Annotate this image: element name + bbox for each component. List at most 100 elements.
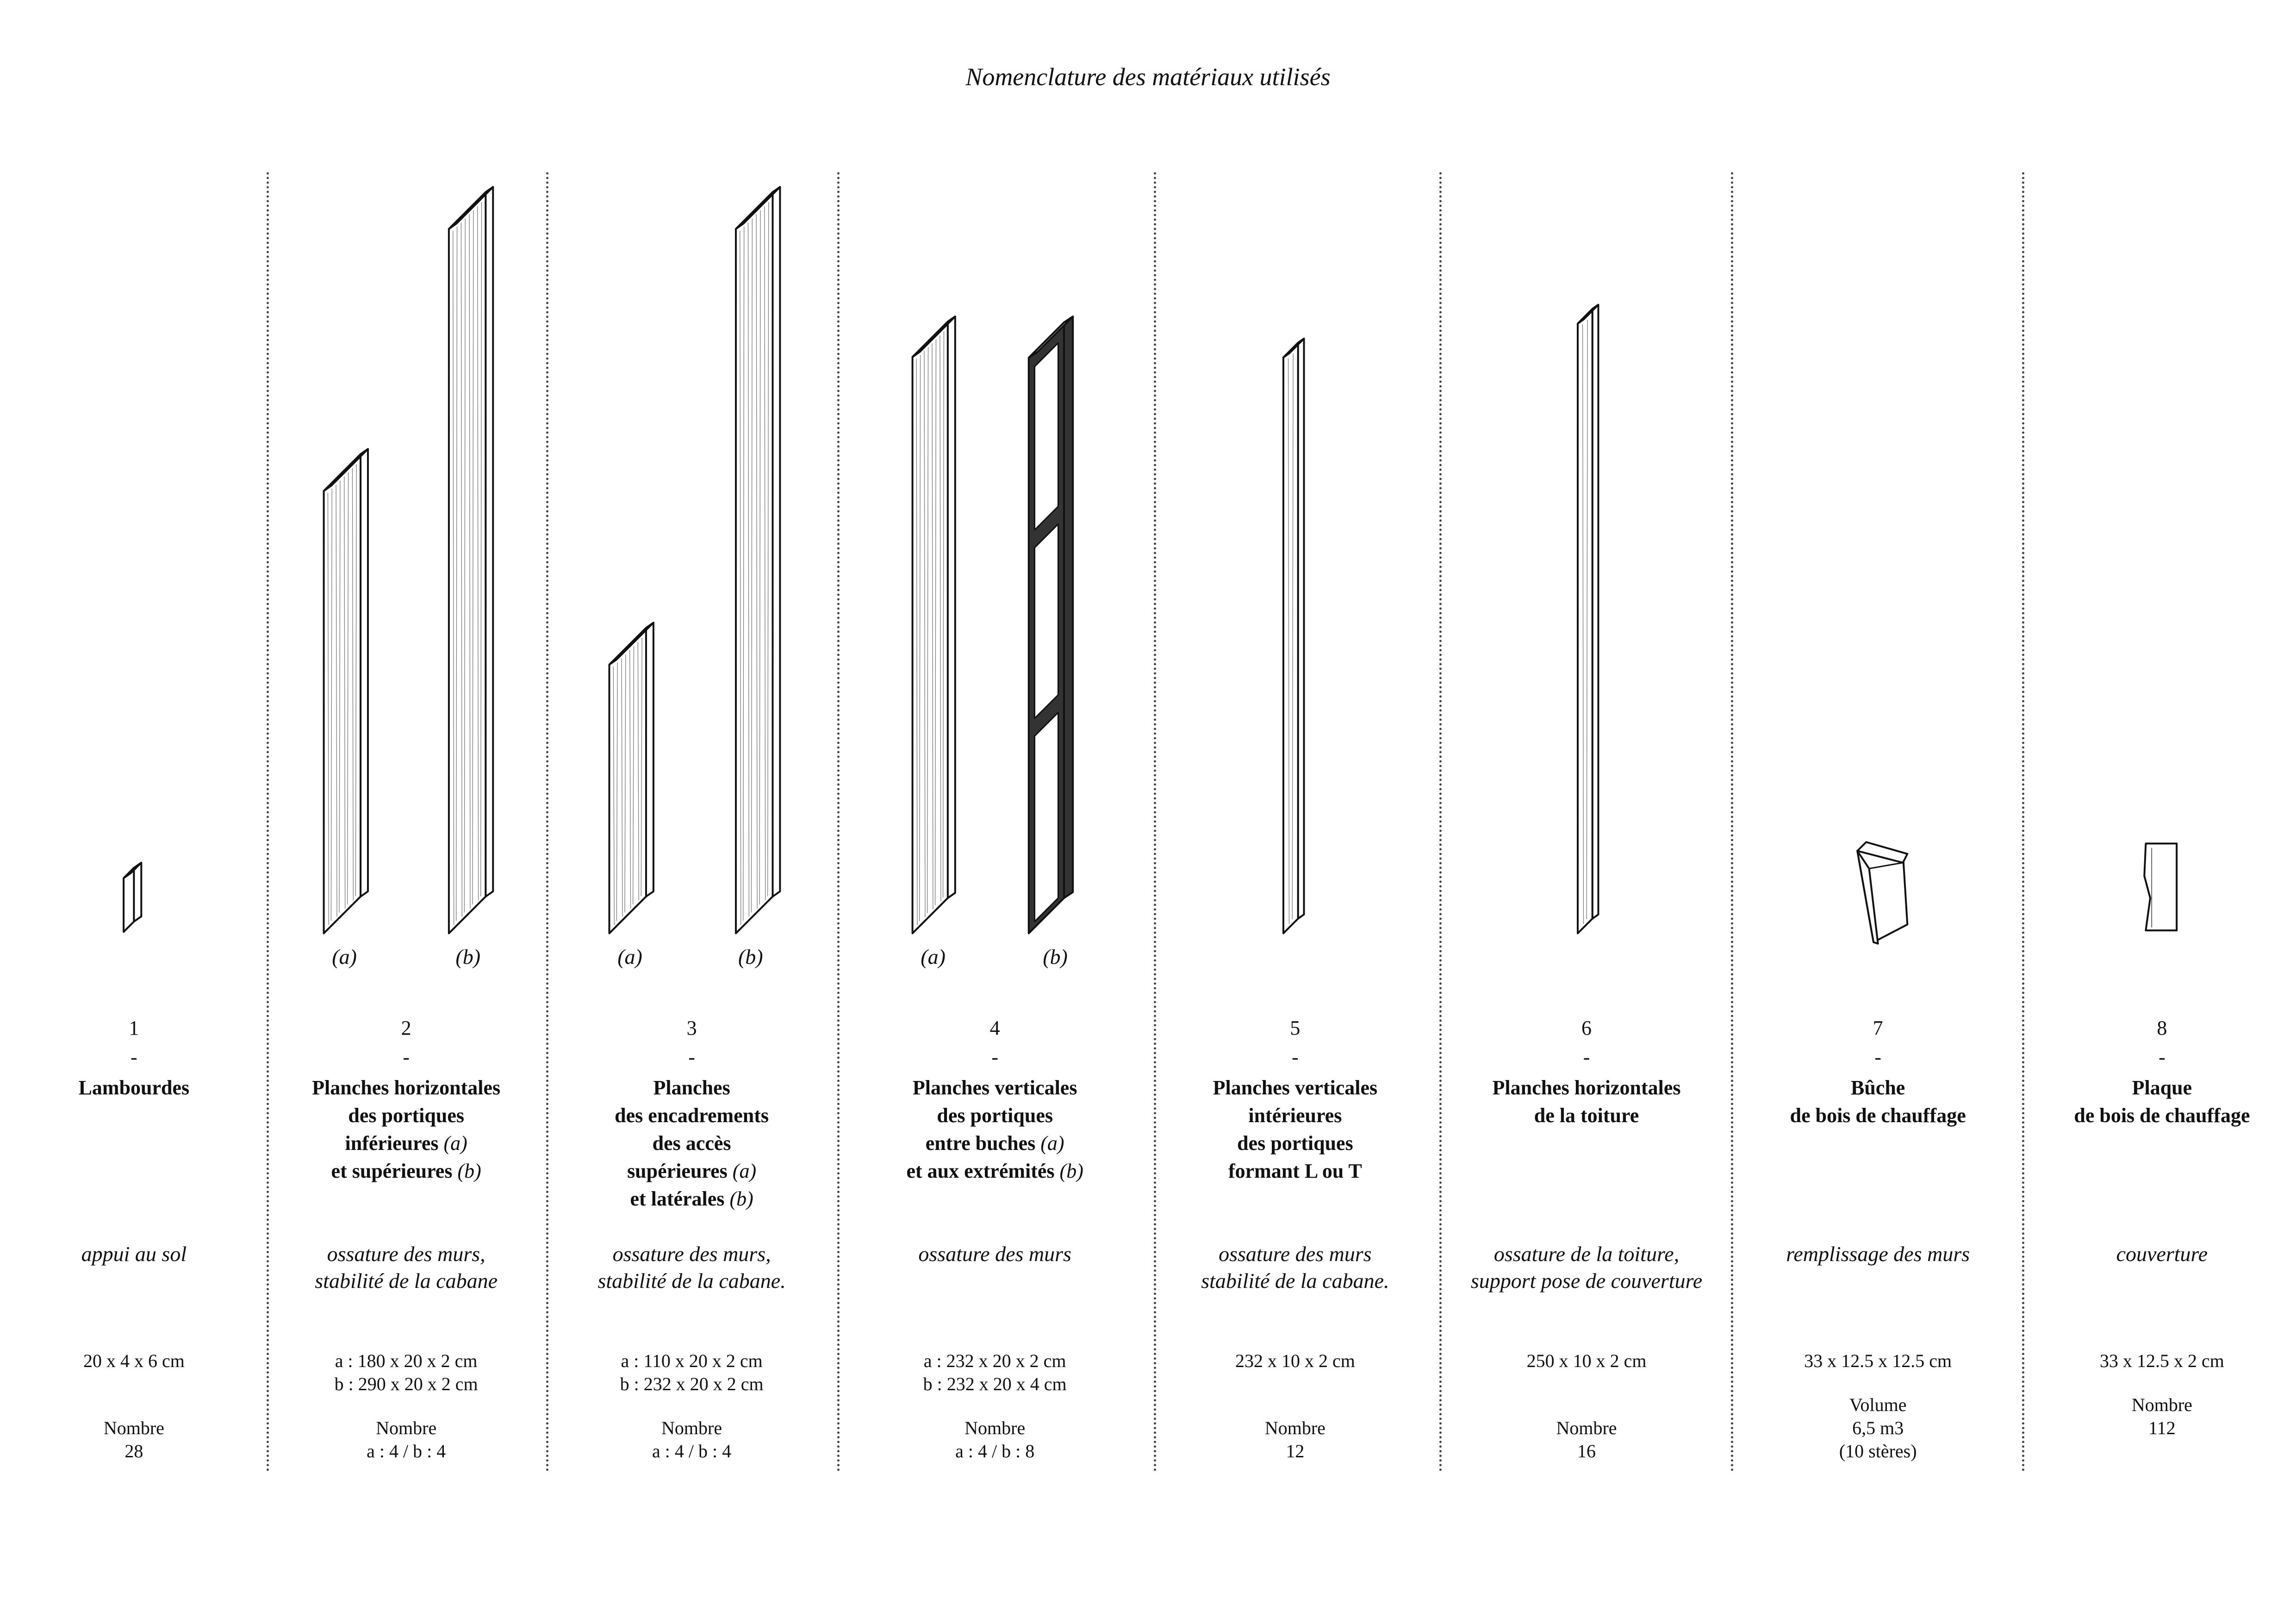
wood-grain-line [352,468,354,900]
title-text: Planches horizontales [1492,1076,1681,1099]
wood-grain-line [613,666,615,925]
item-dimensions: 33 x 12.5 x 2 cm [2023,1349,2296,1373]
item-separator: - [1292,1046,1299,1068]
title-text: et aux extrémités [906,1160,1060,1182]
title-line: de bois de chauffage [1739,1102,2017,1130]
wood-grain-line [743,226,745,921]
item-separator: - [688,1046,695,1068]
quantity-line: Nombre [2131,1394,2192,1415]
variant-label: (b) [1043,945,1068,968]
column-divider [1154,172,1157,1472]
wood-grain-line [756,214,758,909]
title-text: de la toiture [1534,1104,1639,1127]
title-text: Lambourdes [78,1076,190,1099]
frame-side [1063,315,1074,899]
wood-grain-line [932,343,933,910]
title-text: de bois de chauffage [1790,1104,1966,1127]
title-text: des portiques [1237,1132,1353,1155]
quantity-line: Nombre [661,1418,722,1438]
usage-line: ossature des murs, [327,1242,485,1266]
wood-grain-line [924,351,926,918]
quantity-line: 6,5 m3 [1852,1418,1904,1438]
item-number: 5 [1290,1017,1300,1039]
dimension-line: a : 232 x 20 x 2 cm [923,1350,1066,1371]
board-top-face [448,186,494,230]
wood-grain-line [469,214,471,909]
title-text: Planches verticales [912,1076,1077,1099]
dimension-line: 250 x 10 x 2 cm [1526,1350,1647,1371]
variant-marker: (b) [729,1187,753,1210]
variant-marker: (a) [1040,1132,1064,1155]
column-divider [546,172,548,1472]
quantity-line: (10 stères) [1839,1441,1917,1462]
item-usage: ossature des murs,stabilité de la cabane… [553,1241,831,1294]
wood-grain-line [460,222,462,917]
title-line: des encadrements [553,1102,831,1130]
title-line: Plaque [2023,1074,2296,1102]
title-line: Bûche [1739,1074,2017,1102]
column-divider [266,172,269,1472]
usage-line: support pose de couverture [1470,1269,1703,1293]
board-front-face [735,191,774,935]
item-separator: - [1874,1046,1881,1068]
title-line: supérieures (a) [553,1157,831,1185]
item-quantity: Nombre a : 4 / b : 8 [856,1417,1134,1463]
variant-marker: (a) [443,1132,467,1155]
item-dimensions: 232 x 10 x 2 cm [1156,1349,1434,1373]
item-usage: appui au sol [0,1241,273,1268]
quantity-line: a : 4 / b : 8 [955,1441,1035,1462]
item-number: 8 [2157,1017,2167,1039]
frame-top [1027,315,1074,359]
title-line: de bois de chauffage [2023,1102,2296,1130]
wood-grain-line [934,339,937,906]
title-line: Lambourdes [0,1074,273,1102]
usage-line: couverture [2116,1242,2208,1266]
wood-grain-line [916,359,918,925]
dimension-line: 20 x 4 x 6 cm [83,1350,185,1371]
title-text: des encadrements [615,1104,769,1127]
wood-grain-line [344,476,346,909]
wood-grain-line [1582,325,1584,924]
dimension-line: 33 x 12.5 x 12.5 cm [1804,1350,1952,1371]
column-divider [2022,172,2025,1472]
title-line: formant L ou T [1156,1157,1434,1185]
quantity-line: Volume [1849,1394,1907,1415]
title-line: des portiques [1156,1130,1434,1157]
usage-line: stabilité de la cabane. [1201,1269,1389,1293]
title-text: formant L ou T [1228,1160,1362,1182]
title-text: des portiques [348,1104,464,1127]
quantity-line: Nombre [964,1418,1026,1438]
item-number: 2 [401,1017,411,1039]
variant-marker: (b) [457,1160,481,1182]
item-quantity: Volume 6,5 m3 (10 stères) [1739,1393,2017,1463]
item-usage: remplissage des murs [1739,1241,2017,1268]
quantity-line: 12 [1286,1441,1305,1462]
wood-grain-line [751,218,753,913]
wood-grain-line [632,646,635,905]
wood-grain-line [1288,358,1290,924]
wood-grain-line [1292,353,1294,919]
quantity-line: a : 4 / b : 4 [367,1441,446,1462]
title-line: et aux extrémités (b) [856,1157,1134,1185]
variant-label: (b) [455,945,481,968]
item-dimensions: 33 x 12.5 x 12.5 cm [1739,1349,2017,1373]
column-divider [837,172,840,1472]
board-front-face [1577,308,1593,935]
title-line: des portiques [856,1102,1134,1130]
board-front-face [1282,342,1299,935]
board-top-face [735,186,781,230]
wood-grain-line [453,231,454,925]
board-top-face [123,862,143,879]
wood-grain-line [919,355,921,921]
title-line: des accès [553,1130,831,1157]
